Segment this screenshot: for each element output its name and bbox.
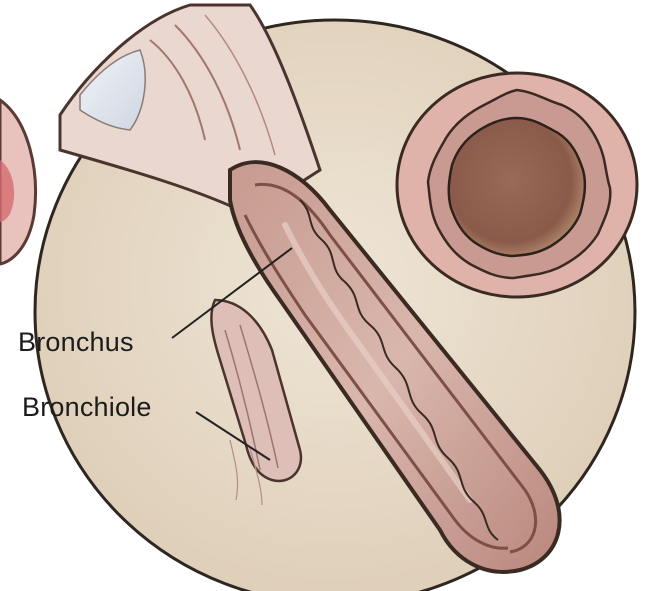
bronchiole-label: Bronchiole [22, 392, 152, 423]
cross-section-lumen [449, 118, 585, 256]
bronchus-label: Bronchus [18, 327, 134, 358]
